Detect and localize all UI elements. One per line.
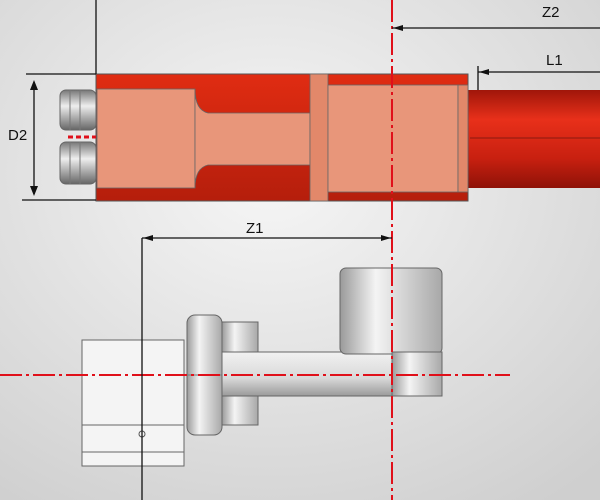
dimension-lines xyxy=(22,0,600,500)
dimension-label-l1: L1 xyxy=(546,52,563,69)
dimension-label-d2: D2 xyxy=(8,127,27,144)
body-left-section xyxy=(96,88,196,189)
dimension-label-z1: Z1 xyxy=(246,220,264,237)
connector-side-view xyxy=(81,267,443,467)
dimension-label-z2: Z2 xyxy=(542,4,560,21)
body-band xyxy=(309,73,329,202)
body-end-band xyxy=(457,84,469,193)
connector-top-view xyxy=(59,73,600,202)
left-block xyxy=(81,339,185,467)
fitting-upper xyxy=(59,89,97,131)
pipe xyxy=(468,90,600,188)
fitting-lower xyxy=(59,141,97,185)
